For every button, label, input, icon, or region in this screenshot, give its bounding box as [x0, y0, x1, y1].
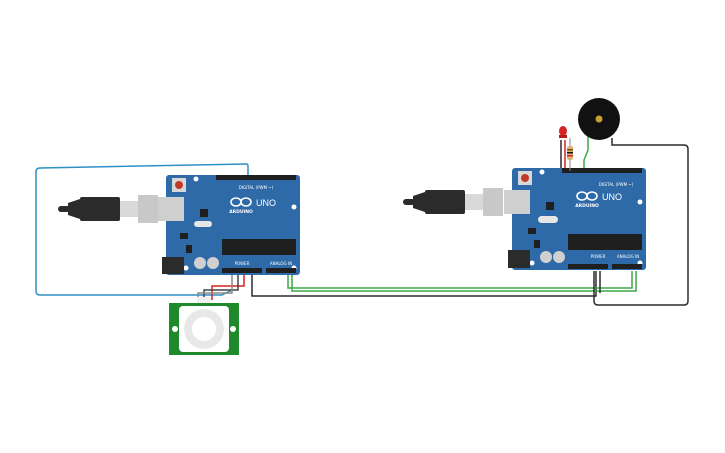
usb-cable-1: [58, 195, 158, 223]
arduino-logo-2: [576, 191, 598, 201]
digital-header-label: DIGITAL (PWM ~): [239, 185, 274, 190]
gray-wire-pir[interactable]: [197, 272, 233, 300]
arduino-board-1[interactable]: DIGITAL (PWM ~) ARDUINO UNO POWER ANALOG…: [58, 175, 300, 275]
power-header-label: POWER: [591, 254, 606, 259]
pir-sensor[interactable]: [169, 297, 239, 355]
arduino-logo-1: [230, 197, 252, 207]
analog-header-label: ANALOG IN: [270, 261, 292, 266]
wires: [35, 136, 689, 306]
green-wire-1[interactable]: [287, 271, 633, 289]
dark-wire-pir[interactable]: [203, 272, 239, 300]
blue-wire-loop[interactable]: [35, 163, 249, 296]
digital-header-label: DIGITAL (PWM ~): [599, 182, 634, 187]
microcontroller-1: [222, 239, 296, 255]
power-jack-1: [162, 257, 184, 274]
black-wire-boards[interactable]: [251, 271, 597, 297]
model-label-2: UNO: [602, 192, 622, 202]
buzzer-black-wire[interactable]: [593, 138, 689, 306]
led[interactable]: [559, 126, 567, 138]
analog-header-label: ANALOG IN: [617, 254, 639, 259]
digital-header-1: [216, 175, 296, 180]
pcb-1: [166, 175, 300, 275]
buzzer-green-wire[interactable]: [583, 136, 589, 171]
digital-header-2: [562, 168, 642, 173]
model-label-1: UNO: [256, 198, 276, 208]
resistor[interactable]: [567, 138, 573, 171]
piezo-buzzer[interactable]: [578, 98, 620, 140]
green-wire-2[interactable]: [291, 271, 637, 292]
power-header-label: POWER: [235, 261, 250, 266]
red-wire-pir[interactable]: [211, 272, 245, 300]
power-jack-2: [508, 250, 530, 268]
usb-cable-2: [403, 188, 503, 216]
brand-label-1: ARDUINO: [229, 209, 253, 215]
brand-label-2: ARDUINO: [575, 203, 599, 209]
arduino-board-2[interactable]: DIGITAL (PWM ~) ARDUINO UNO POWER ANALOG…: [403, 168, 646, 270]
microcontroller-2: [568, 234, 642, 250]
